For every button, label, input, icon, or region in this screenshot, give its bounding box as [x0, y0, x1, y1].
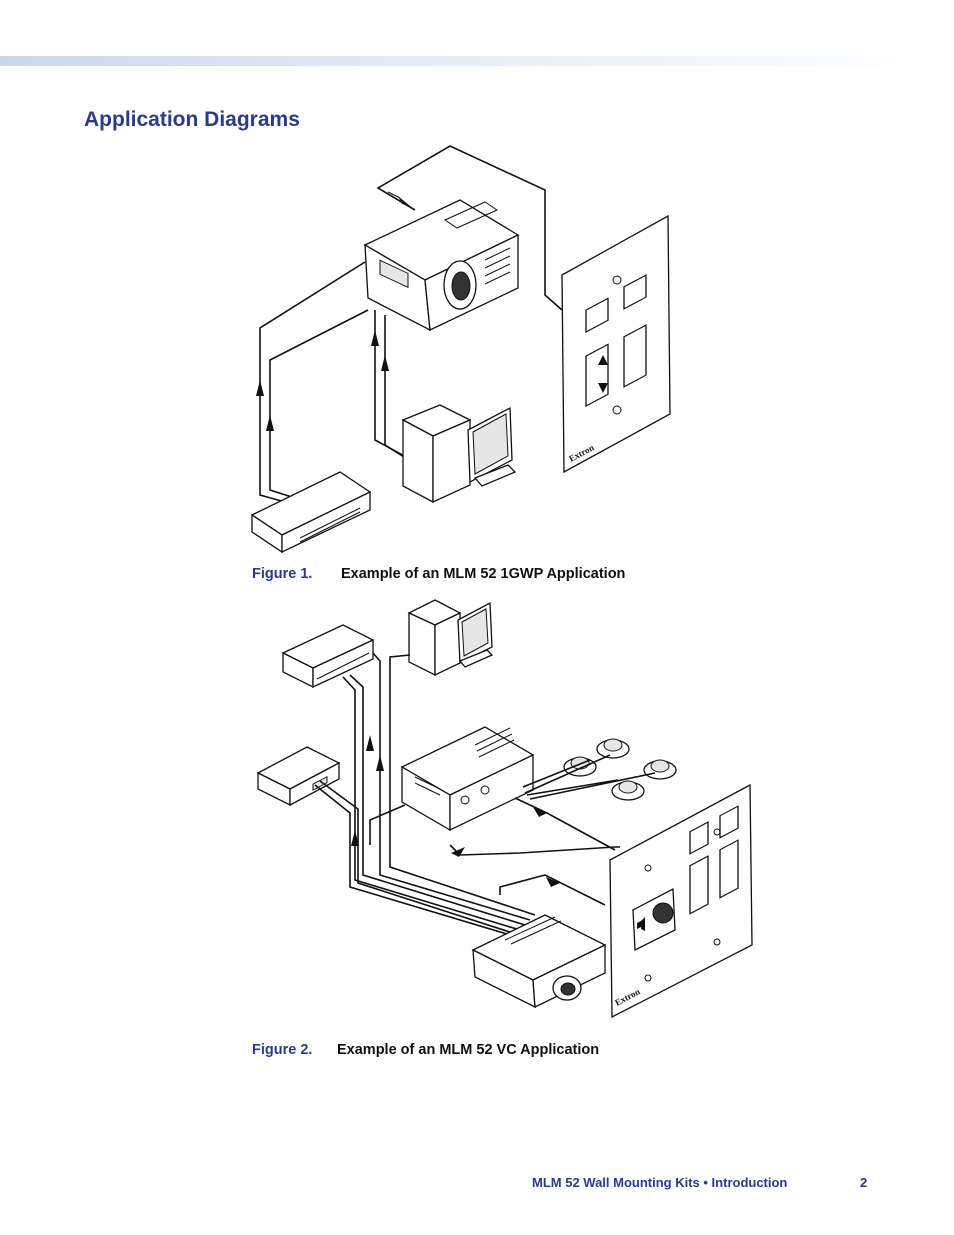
switcher-icon	[281, 624, 375, 689]
arrow-icon	[376, 755, 384, 771]
arrow-icon	[266, 415, 274, 431]
arrow-icon	[398, 196, 410, 206]
cable	[342, 676, 521, 931]
wallplate-1gwp: Extron	[561, 214, 671, 474]
page-title: Application Diagrams	[84, 108, 300, 131]
video-cable-2	[269, 309, 369, 499]
arrow-icon	[533, 807, 547, 817]
amplifier-icon	[400, 726, 535, 832]
up-arrow-icon	[598, 355, 608, 365]
arrow-icon	[366, 735, 374, 751]
computer-icon	[407, 599, 494, 677]
projector-icon	[471, 914, 607, 1009]
volume-knob-icon	[652, 902, 674, 924]
video-player-icon	[250, 471, 372, 554]
figure-2-number: Figure 2.	[252, 1042, 313, 1058]
header-gradient-bar	[0, 56, 930, 66]
arrow-icon	[256, 380, 264, 396]
arrow-icon	[351, 830, 359, 846]
speaker-icon	[637, 917, 645, 931]
down-arrow-icon	[598, 383, 608, 393]
control-cable	[376, 145, 563, 311]
figure-2-diagram: Extron	[256, 599, 753, 1019]
figure-1-diagram: Extron	[250, 145, 671, 554]
arrow-icon	[451, 847, 465, 857]
figure-2-caption-text: Example of an MLM 52 VC Application	[337, 1042, 600, 1058]
figure-1-number: Figure 1.	[252, 566, 313, 582]
footer-text: MLM 52 Wall Mounting Kits • Introduction	[532, 1175, 788, 1190]
figure-1-caption: Figure 1. Example of an MLM 52 1GWP Appli…	[252, 566, 625, 582]
speaker-icon	[563, 738, 677, 801]
video-cable-1	[259, 261, 366, 503]
computer-icon	[401, 404, 517, 504]
page-number: 2	[860, 1175, 868, 1190]
figure-2-caption: Figure 2. Example of an MLM 52 VC Applica…	[252, 1042, 599, 1058]
projector-icon	[363, 199, 520, 332]
figure-1-caption-text: Example of an MLM 52 1GWP Application	[341, 566, 626, 582]
arrow-icon	[546, 877, 560, 887]
arrow-icon	[371, 330, 379, 346]
wallplate-vc: Extron	[609, 783, 753, 1019]
video-player-icon	[256, 746, 341, 807]
arrow-icon	[381, 355, 389, 371]
